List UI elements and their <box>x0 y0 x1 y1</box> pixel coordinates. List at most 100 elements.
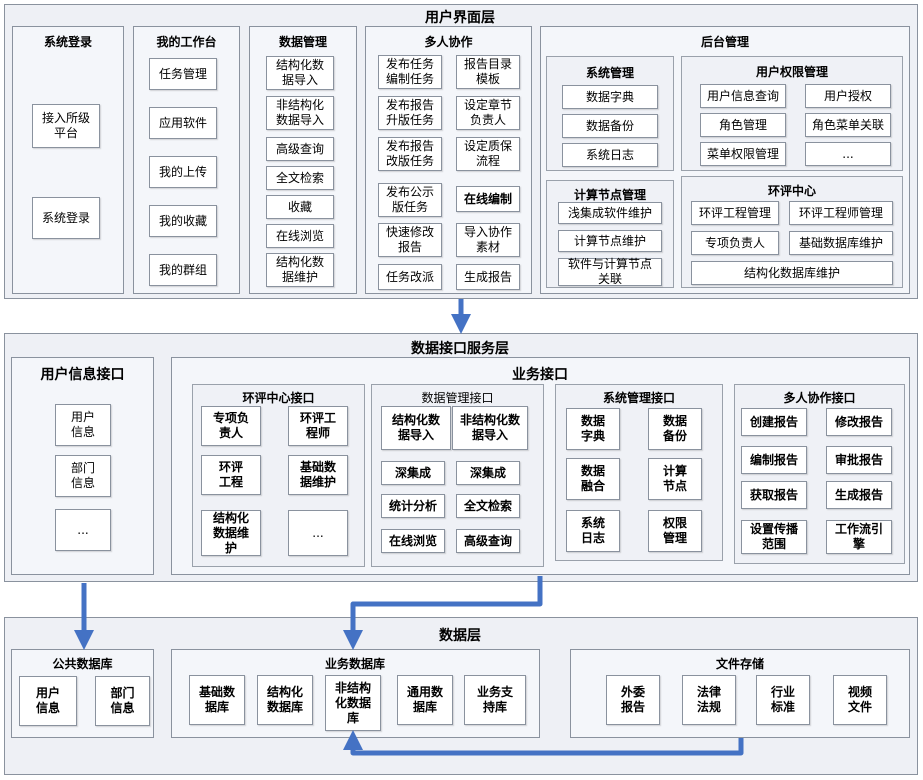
publish-revision-task[interactable]: 发布报告 改版任务 <box>378 137 442 171</box>
structured-import-item[interactable]: 结构化数 据导入 <box>266 56 334 90</box>
eia-project-mgmt[interactable]: 环评工程管理 <box>691 201 779 225</box>
if-data-backup[interactable]: 数据 备份 <box>648 408 702 450</box>
if-deep-integration-2[interactable]: 深集成 <box>456 461 520 485</box>
structured-maintain-item[interactable]: 结构化数 据维护 <box>266 253 334 287</box>
file-video[interactable]: 视频 文件 <box>833 675 887 725</box>
if-advanced-query[interactable]: 高级查询 <box>456 529 520 553</box>
eia-engineer-mgmt[interactable]: 环评工程师管理 <box>789 201 893 225</box>
quick-edit-report[interactable]: 快速修改 报告 <box>378 223 442 257</box>
if-permission-mgmt[interactable]: 权限 管理 <box>648 510 702 552</box>
advanced-query-item[interactable]: 高级查询 <box>266 137 334 161</box>
generate-report[interactable]: 生成报告 <box>456 264 520 290</box>
file-laws[interactable]: 法律 法规 <box>682 675 736 725</box>
task-reassign[interactable]: 任务改派 <box>378 264 442 290</box>
my-favorites-item[interactable]: 我的收藏 <box>149 205 217 237</box>
perm-mgmt-title: 用户权限管理 <box>755 65 828 79</box>
if-online-browse[interactable]: 在线浏览 <box>381 529 445 553</box>
system-login-button[interactable]: 系统登录 <box>32 197 100 239</box>
online-compile[interactable]: 在线编制 <box>456 186 520 212</box>
if-structured-import[interactable]: 结构化数 据导入 <box>381 406 451 450</box>
if-get-report[interactable]: 获取报告 <box>741 481 807 509</box>
if-approve-report[interactable]: 审批报告 <box>826 446 892 474</box>
eia-more-item[interactable]: ... <box>288 510 348 556</box>
data-management-title: 数据管理 <box>278 35 327 49</box>
unstructured-import-item[interactable]: 非结构化 数据导入 <box>266 96 334 130</box>
set-qa-flow[interactable]: 设定质保 流程 <box>456 137 520 171</box>
login-group-title: 系统登录 <box>43 35 92 49</box>
base-db-maintain[interactable]: 基础数据库维护 <box>789 231 893 255</box>
favorite-item[interactable]: 收藏 <box>266 195 334 219</box>
eia-interface-title: 环评中心接口 <box>242 391 315 405</box>
special-owner-item[interactable]: 专项负责人 <box>691 231 779 255</box>
dept-info-if-item[interactable]: 部门 信息 <box>55 455 111 497</box>
my-uploads-item[interactable]: 我的上传 <box>149 156 217 188</box>
eia-structured-maintain[interactable]: 结构化 数据维 护 <box>201 510 261 556</box>
eia-base-data-maintain[interactable]: 基础数 据维护 <box>288 455 348 495</box>
data-interface-title: 数据管理接口 <box>421 391 494 405</box>
user-authorize-item[interactable]: 用户授权 <box>805 84 891 108</box>
file-industry-standard[interactable]: 行业 标准 <box>756 675 810 725</box>
ui-layer-title: 用户界面层 <box>425 10 495 26</box>
db-base[interactable]: 基础数 据库 <box>189 675 245 725</box>
sys-interface-title: 系统管理接口 <box>602 391 675 405</box>
db-dept-info[interactable]: 部门 信息 <box>95 676 150 726</box>
if-workflow-engine[interactable]: 工作流引 擎 <box>826 520 892 554</box>
if-data-dictionary[interactable]: 数据 字典 <box>566 408 620 450</box>
my-groups-item[interactable]: 我的群组 <box>149 254 217 286</box>
eia-engineer[interactable]: 环评工 程师 <box>288 406 348 446</box>
if-deep-integration-1[interactable]: 深集成 <box>381 461 445 485</box>
if-compute-node[interactable]: 计算 节点 <box>648 458 702 500</box>
if-statistics[interactable]: 统计分析 <box>381 494 445 518</box>
user-info-if-item[interactable]: 用户 信息 <box>55 404 111 446</box>
eia-center-title: 环评中心 <box>767 184 816 198</box>
import-collab-material[interactable]: 导入协作 素材 <box>456 223 520 257</box>
set-chapter-owner[interactable]: 设定章节 负责人 <box>456 96 520 130</box>
data-backup-item[interactable]: 数据备份 <box>562 114 658 138</box>
if-system-log[interactable]: 系统 日志 <box>566 510 620 552</box>
fulltext-search-item[interactable]: 全文检索 <box>266 166 334 190</box>
eia-project[interactable]: 环评 工程 <box>201 455 261 495</box>
publish-public-task[interactable]: 发布公示 版任务 <box>378 183 442 217</box>
publish-compile-task[interactable]: 发布任务 编制任务 <box>378 55 442 89</box>
db-general[interactable]: 通用数 据库 <box>397 675 453 725</box>
backend-title: 后台管理 <box>700 35 749 49</box>
menu-permission-item[interactable]: 菜单权限管理 <box>700 142 786 166</box>
more-user-if-item[interactable]: ... <box>55 509 111 551</box>
role-management-item[interactable]: 角色管理 <box>700 113 786 137</box>
sys-mgmt-title: 系统管理 <box>585 66 634 80</box>
eia-special-owner[interactable]: 专项负 责人 <box>201 406 261 446</box>
business-interface-title: 业务接口 <box>512 367 568 383</box>
if-generate-report[interactable]: 生成报告 <box>826 481 892 509</box>
user-info-query-item[interactable]: 用户信息查询 <box>700 84 786 108</box>
data-layer-title: 数据层 <box>439 628 481 644</box>
if-create-report[interactable]: 创建报告 <box>741 408 807 436</box>
online-browse-item[interactable]: 在线浏览 <box>266 224 334 248</box>
if-fulltext-search[interactable]: 全文检索 <box>456 494 520 518</box>
db-user-info[interactable]: 用户 信息 <box>19 676 77 726</box>
if-set-scope[interactable]: 设置传播 范围 <box>741 520 807 554</box>
more-permission-item[interactable]: ... <box>805 142 891 166</box>
arrow-filestorage-to-unstructured <box>343 730 744 756</box>
software-node-link[interactable]: 软件与计算节点 关联 <box>558 257 662 286</box>
collab-group-title: 多人协作 <box>424 35 473 49</box>
report-toc-template[interactable]: 报告目录 模板 <box>456 55 520 89</box>
if-modify-report[interactable]: 修改报告 <box>826 408 892 436</box>
access-platform-button[interactable]: 接入所级 平台 <box>32 104 100 148</box>
task-management-item[interactable]: 任务管理 <box>149 58 217 90</box>
app-software-item[interactable]: 应用软件 <box>149 107 217 139</box>
db-structured[interactable]: 结构化 数据库 <box>257 675 313 725</box>
user-info-interface-title: 用户信息接口 <box>40 367 125 383</box>
structured-db-maintain[interactable]: 结构化数据库维护 <box>691 261 893 285</box>
db-business-support[interactable]: 业务支 持库 <box>464 675 526 725</box>
shallow-software-maintain[interactable]: 浅集成软件维护 <box>558 202 662 224</box>
if-compile-report[interactable]: 编制报告 <box>741 446 807 474</box>
system-log-item[interactable]: 系统日志 <box>562 143 658 167</box>
data-dictionary-item[interactable]: 数据字典 <box>562 85 658 109</box>
publish-upgrade-task[interactable]: 发布报告 升版任务 <box>378 96 442 130</box>
role-menu-link-item[interactable]: 角色菜单关联 <box>805 113 891 137</box>
if-unstructured-import[interactable]: 非结构化数 据导入 <box>452 406 528 450</box>
compute-node-maintain[interactable]: 计算节点维护 <box>558 230 662 252</box>
file-outsourced-report[interactable]: 外委 报告 <box>606 675 660 725</box>
if-data-fusion[interactable]: 数据 融合 <box>566 458 620 500</box>
